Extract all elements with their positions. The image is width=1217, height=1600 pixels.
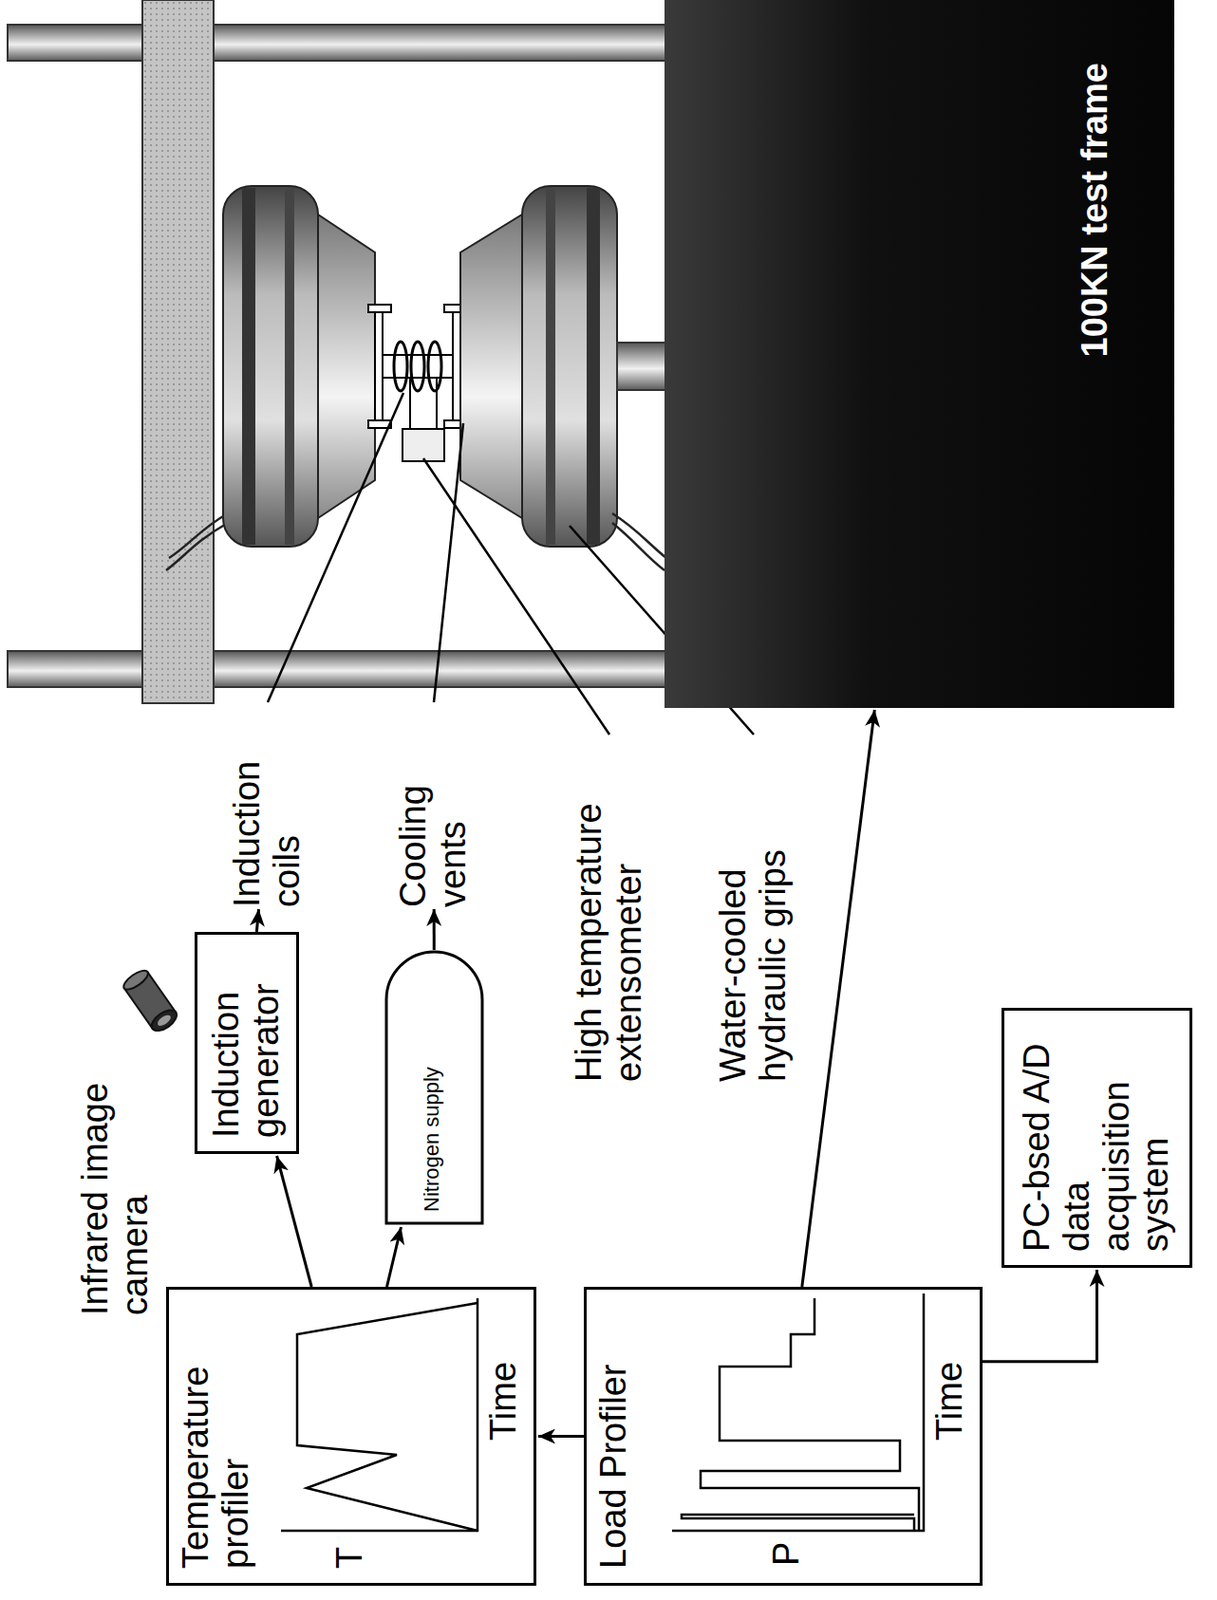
part-label-text: High temperature extensometer bbox=[569, 740, 650, 1083]
grip-wedge bbox=[460, 214, 523, 519]
grip-body bbox=[223, 186, 319, 547]
camera-back bbox=[120, 967, 150, 993]
grip-wedge bbox=[318, 214, 375, 519]
part-label-text: Cooling vents bbox=[393, 708, 474, 908]
plot-axes bbox=[672, 1293, 924, 1532]
profile-curve bbox=[297, 1303, 478, 1532]
part-label: Cooling vents bbox=[393, 708, 474, 908]
flow-arrow bbox=[538, 1435, 584, 1439]
load-frame bbox=[7, 0, 673, 704]
infrared-camera-icon bbox=[120, 967, 180, 1035]
leader-line bbox=[267, 393, 404, 703]
part-label-text: Water-cooled hydraulic grips bbox=[713, 740, 794, 1083]
box-label: Induction generator bbox=[206, 948, 287, 1139]
induction-coil bbox=[393, 341, 408, 392]
cooling-hose bbox=[612, 523, 665, 571]
frame-column bbox=[7, 24, 673, 61]
box-title: Temperature profiler bbox=[176, 1312, 257, 1570]
profile-curve bbox=[700, 1298, 919, 1532]
equipment-label: Infrared image camera bbox=[75, 1040, 156, 1316]
induction-coil bbox=[428, 341, 442, 392]
axis-label: T bbox=[330, 1547, 371, 1570]
leader-line bbox=[433, 423, 464, 703]
plot-axes bbox=[280, 1298, 478, 1532]
part-label-text: Induction coils bbox=[227, 708, 308, 908]
induction-coil bbox=[411, 341, 425, 392]
box-title: Load Profiler bbox=[594, 1298, 635, 1570]
cooling-hose bbox=[168, 513, 228, 559]
load-plate bbox=[374, 304, 383, 429]
part-label: Induction coils bbox=[227, 708, 308, 908]
cooling-hose bbox=[166, 523, 228, 571]
profile-box: Temperature profilerT Time bbox=[166, 1287, 537, 1587]
box-label: PC-bsed A/D data acquisition system bbox=[1017, 1024, 1177, 1253]
grip-band bbox=[284, 187, 295, 545]
cooling-hose bbox=[612, 513, 667, 559]
profile-box: Load ProfilerP Time bbox=[583, 1287, 983, 1587]
grip-band bbox=[242, 187, 256, 545]
axis-label: P bbox=[767, 1542, 807, 1567]
gas-cylinder bbox=[386, 952, 483, 1224]
test-frame-base: 100KN test frame bbox=[664, 0, 1175, 709]
frame-crosshead bbox=[142, 0, 214, 704]
camera-lens bbox=[155, 1012, 173, 1029]
flow-arrow bbox=[432, 909, 436, 951]
load-plate bbox=[452, 304, 461, 429]
flow-arrow bbox=[387, 1227, 402, 1288]
process-box: PC-bsed A/D data acquisition system bbox=[1001, 1008, 1193, 1269]
flow-arrow bbox=[277, 1156, 313, 1288]
grip-body bbox=[522, 186, 618, 547]
extensometer-arm bbox=[409, 377, 412, 430]
profile-curve bbox=[681, 1515, 915, 1532]
extensometer-body bbox=[402, 429, 445, 462]
flow-arrow bbox=[802, 710, 876, 1288]
gas-supply: Nitrogen supply bbox=[384, 950, 485, 1226]
profile-plot bbox=[586, 1290, 980, 1584]
grip-band bbox=[586, 187, 600, 545]
grip-band bbox=[545, 187, 556, 545]
extensometer-arm bbox=[435, 377, 438, 430]
process-box: Induction generator bbox=[194, 932, 300, 1155]
axis-label: Time bbox=[930, 1362, 971, 1442]
axis-label: Time bbox=[484, 1362, 525, 1442]
flow-arrow bbox=[982, 1270, 1098, 1363]
upper-grip bbox=[166, 186, 375, 571]
flow-arrow bbox=[256, 909, 259, 933]
frame-label: 100KN test frame bbox=[1075, 62, 1116, 357]
lower-grip bbox=[460, 186, 675, 571]
cylinder-label: Nitrogen supply bbox=[420, 1067, 444, 1213]
plate-post bbox=[368, 304, 392, 313]
camera-lens bbox=[148, 1006, 181, 1035]
leader-line bbox=[423, 458, 610, 735]
